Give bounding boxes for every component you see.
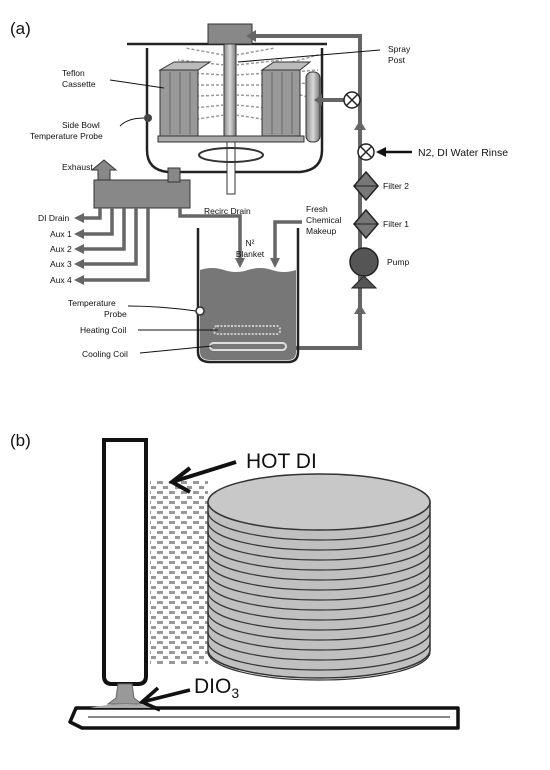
n2-rinse-label: N2, DI Water Rinse bbox=[418, 147, 508, 159]
dio3-deposit bbox=[106, 683, 144, 705]
wafer-edge bbox=[207, 641, 431, 671]
aux1-label: Aux 1 bbox=[50, 229, 72, 239]
filter-2-label: Filter 2 bbox=[383, 181, 409, 191]
spray-post bbox=[223, 43, 237, 137]
outlet-lines bbox=[82, 208, 277, 282]
pump-icon bbox=[349, 247, 379, 289]
valve-lower-icon bbox=[357, 143, 375, 161]
hot-di-spray bbox=[150, 480, 208, 666]
loop-arrow-low bbox=[354, 304, 366, 314]
spray-post-line1: Spray bbox=[388, 44, 411, 54]
dio3-arrow bbox=[138, 686, 191, 712]
wafer-edge bbox=[207, 551, 431, 581]
recirc-tank bbox=[196, 228, 300, 364]
wafer-edge bbox=[207, 511, 431, 541]
exhaust-label: Exhaust bbox=[62, 162, 93, 172]
side-bowl-probe-icon bbox=[144, 114, 152, 122]
wafer-edge bbox=[207, 591, 431, 621]
wafer-edge bbox=[207, 531, 431, 561]
motor-housing bbox=[207, 23, 253, 45]
dio3-puddle bbox=[90, 704, 160, 708]
wafer-edge bbox=[207, 521, 431, 551]
temperature-probe-line1: Temperature bbox=[68, 298, 116, 308]
dio3-label-sub: 3 bbox=[231, 685, 239, 701]
aux4-label: Aux 4 bbox=[50, 275, 72, 285]
wafer-edge bbox=[207, 611, 431, 641]
wafer-edges bbox=[207, 511, 431, 681]
wafer-edge bbox=[207, 621, 431, 651]
hot-di-arrow bbox=[168, 460, 237, 494]
filter-2-icon bbox=[353, 170, 379, 202]
dio3-label-main: DIO bbox=[194, 675, 231, 698]
leader-lines-a bbox=[109, 49, 381, 354]
heating-coil-label: Heating Coil bbox=[80, 325, 126, 335]
panel-b-tag: (b) bbox=[10, 431, 31, 450]
top-wafer bbox=[207, 473, 431, 531]
wafer-edge bbox=[207, 571, 431, 601]
loop-arrow-top bbox=[246, 30, 256, 42]
wafer-edge bbox=[207, 541, 431, 571]
drain-pipe bbox=[167, 167, 181, 183]
n2-blanket-line1: N² bbox=[246, 238, 255, 248]
n2-blanket-line2: Blanket bbox=[236, 249, 265, 259]
teflon-cassette-line1: Teflon bbox=[62, 68, 85, 78]
wafer-edge bbox=[207, 581, 431, 611]
wafer-edge bbox=[207, 651, 431, 681]
fresh-chem-line bbox=[273, 220, 302, 228]
exhaust-arrow bbox=[90, 159, 118, 181]
side-bowl-line2: Temperature Probe bbox=[30, 131, 103, 141]
filter-1-label: Filter 1 bbox=[383, 219, 409, 229]
spray-nozzle-pillar bbox=[102, 438, 148, 686]
teflon-cassette-left bbox=[158, 61, 212, 137]
teflon-cassette-right bbox=[260, 61, 312, 137]
aux3-label: Aux 3 bbox=[50, 259, 72, 269]
temperature-probe-icon bbox=[195, 306, 205, 316]
filter-1-icon bbox=[353, 208, 379, 240]
teflon-cassette-line2: Cassette bbox=[62, 79, 96, 89]
heater-rod bbox=[305, 71, 321, 143]
fresh-chem-line1: Fresh bbox=[306, 204, 328, 214]
side-bowl-line1: Side Bowl bbox=[62, 120, 100, 130]
tank-liquid bbox=[200, 268, 296, 360]
di-drain-label: DI Drain bbox=[38, 213, 69, 223]
aux2-label: Aux 2 bbox=[50, 244, 72, 254]
fresh-chem-line3: Makeup bbox=[306, 226, 337, 236]
hot-di-label: HOT DI bbox=[246, 450, 317, 473]
rotation-arrow bbox=[198, 147, 264, 163]
wafer-edge bbox=[207, 631, 431, 661]
panel-a-tag: (a) bbox=[10, 19, 31, 38]
rotor-shaft bbox=[226, 141, 236, 195]
recirc-drain-label: Recirc Drain bbox=[204, 206, 251, 216]
fresh-chem-line2: Chemical bbox=[306, 215, 342, 225]
cooling-coil-label: Cooling Coil bbox=[82, 349, 128, 359]
spray-post-line2: Post bbox=[388, 55, 406, 65]
rotor-plate bbox=[157, 135, 305, 143]
temperature-probe-line2: Probe bbox=[104, 309, 127, 319]
dio3-label: DIO3 bbox=[194, 675, 239, 701]
pump-label: Pump bbox=[387, 257, 409, 267]
outlet-arrowheads bbox=[74, 213, 280, 285]
loop-arrow-mid bbox=[354, 120, 366, 130]
exhaust-manifold bbox=[93, 179, 191, 209]
wafer-edge bbox=[207, 601, 431, 631]
base-plate bbox=[68, 706, 460, 730]
loop-arrow-feed bbox=[314, 94, 322, 106]
valve-upper-icon bbox=[343, 91, 361, 109]
wafer-edge bbox=[207, 561, 431, 591]
